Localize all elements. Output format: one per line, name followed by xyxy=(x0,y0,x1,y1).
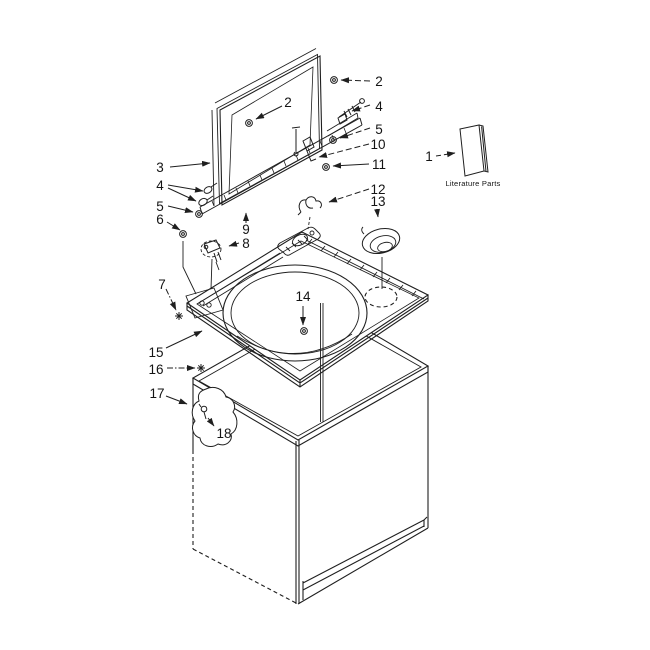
leader-2-top xyxy=(340,77,371,84)
callout-3: 3 xyxy=(156,160,164,175)
clip-part-12 xyxy=(297,196,322,216)
callout-4-left: 4 xyxy=(156,178,164,193)
literature-booklet xyxy=(459,124,489,177)
leader-3 xyxy=(169,160,211,168)
leader-13 xyxy=(374,208,380,218)
rear-channel-hatch xyxy=(305,238,425,300)
dispenser-opening xyxy=(364,286,398,308)
callout-numbers: 1 2 2 3 4 5 6 4 5 10 11 12 13 9 8 7 14 1… xyxy=(148,74,432,441)
literature-parts-label: Literature Parts xyxy=(445,179,500,188)
callout-12: 12 xyxy=(370,182,385,197)
bleach-dispenser-tray xyxy=(277,226,321,256)
clip-part-18-icon xyxy=(198,403,208,420)
callout-8: 8 xyxy=(242,236,250,251)
callout-14: 14 xyxy=(295,289,311,304)
leader-8 xyxy=(228,240,240,247)
hinge-bracket-8 xyxy=(200,239,222,263)
leader-lines xyxy=(165,77,456,427)
callout-5-left: 5 xyxy=(156,199,164,214)
leader-1 xyxy=(435,151,456,158)
cabinet-cutaway-blob xyxy=(191,386,238,447)
leader-7 xyxy=(165,288,177,311)
tub-opening xyxy=(222,264,368,362)
leader-10 xyxy=(318,143,370,158)
hinge-hardware xyxy=(198,98,365,263)
hinge-pin-right xyxy=(337,98,365,125)
screw-icon xyxy=(330,76,338,84)
callout-9: 9 xyxy=(242,222,250,237)
callout-10: 10 xyxy=(370,137,385,152)
callout-16: 16 xyxy=(148,362,163,377)
hinge-pocket xyxy=(185,287,224,319)
leader-6 xyxy=(166,221,181,231)
top-panel xyxy=(185,226,430,388)
leader-4-left-a xyxy=(167,184,204,193)
screw-icon xyxy=(195,210,203,218)
leader-2-lid xyxy=(255,105,283,120)
toe-panel-strip xyxy=(302,516,428,600)
hinge-rail xyxy=(199,112,363,215)
leader-17 xyxy=(165,395,188,405)
screw-icon xyxy=(322,163,330,171)
callout-17: 17 xyxy=(149,386,164,401)
leader-5-right xyxy=(339,127,371,139)
screw-icon xyxy=(179,230,187,238)
softener-funnel xyxy=(361,226,401,255)
star-screw-icon xyxy=(196,363,206,373)
leader-12 xyxy=(328,188,370,203)
callout-1: 1 xyxy=(425,149,433,164)
cabinet-right-face xyxy=(298,366,428,604)
lid-inner-panel xyxy=(228,66,314,195)
callout-5-right: 5 xyxy=(375,122,383,137)
hinge-link-10 xyxy=(302,136,317,162)
callout-18: 18 xyxy=(216,426,231,441)
leader-4-right xyxy=(351,104,371,112)
hinge-pins-left xyxy=(198,182,218,207)
star-screw-icon xyxy=(174,311,184,321)
callout-13: 13 xyxy=(370,194,385,209)
leader-4-left-b xyxy=(167,187,197,202)
callout-11: 11 xyxy=(372,157,386,172)
leader-11 xyxy=(332,162,370,169)
lid xyxy=(211,47,323,207)
callout-4-right: 4 xyxy=(375,99,383,114)
callout-15: 15 xyxy=(148,345,163,360)
callout-7: 7 xyxy=(158,277,166,292)
callout-6: 6 xyxy=(156,212,164,227)
leader-18 xyxy=(206,417,215,427)
leader-5-left xyxy=(167,205,194,214)
alignment-lines xyxy=(182,216,383,422)
callout-2-lid: 2 xyxy=(284,95,292,110)
leader-15 xyxy=(165,330,203,349)
callout-2-top: 2 xyxy=(375,74,383,89)
